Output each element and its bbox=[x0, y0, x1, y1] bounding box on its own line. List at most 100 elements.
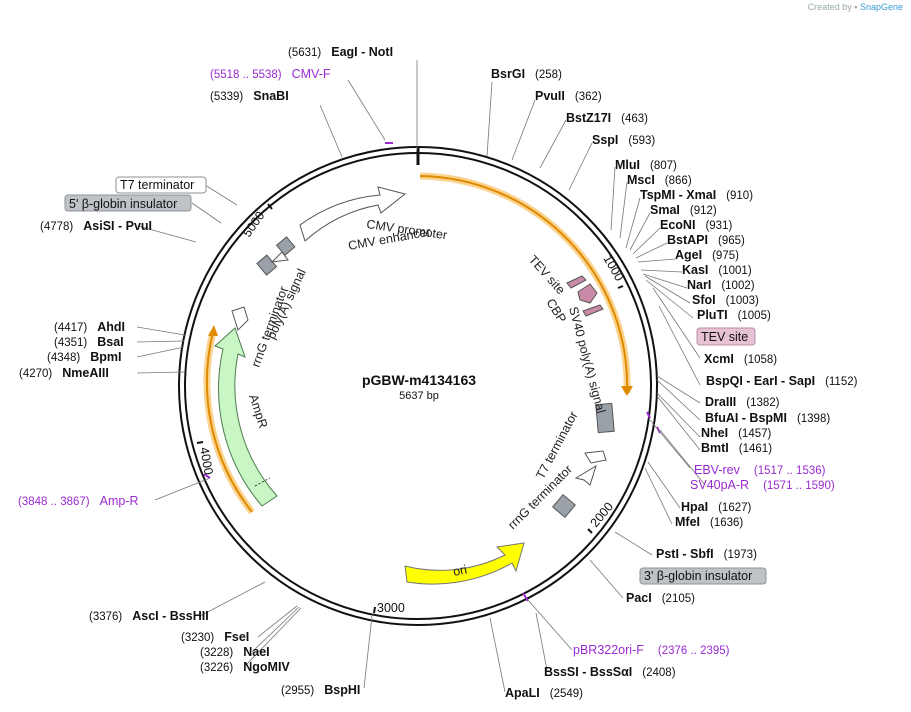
polya-signal-arrow-left bbox=[231, 306, 249, 331]
site-agei-pos: (975) bbox=[712, 250, 739, 262]
primer-ebv-rev: EBV-rev(1517 .. 1536) bbox=[694, 463, 826, 477]
site-bmti-name: BmtI bbox=[701, 441, 729, 455]
site-paci-name: PacI bbox=[626, 591, 652, 605]
site-bsai-pos: (4351) bbox=[54, 337, 87, 349]
snapgene-logo-icon: ▪ bbox=[854, 2, 858, 12]
t7-terminator-box-label: T7 terminator bbox=[120, 178, 194, 192]
site-bstapi: BstAPI(965) bbox=[667, 233, 745, 247]
beta-globin-3-box bbox=[639, 567, 767, 585]
site-bsssi-bsssai: BssSI - BssSαI(2408) bbox=[544, 665, 676, 679]
site-nari-pos: (1002) bbox=[721, 280, 754, 292]
site-hpai-pos: (1627) bbox=[718, 502, 751, 514]
site-econi: EcoNI(931) bbox=[660, 218, 732, 232]
tick-label-1000: 1000 bbox=[600, 253, 626, 284]
tick-2000 bbox=[587, 528, 593, 534]
rrng-terminator-arrow-right bbox=[574, 464, 597, 486]
site-nhei-name: NheI bbox=[701, 426, 728, 440]
site-bsai: (4351)BsaI bbox=[54, 335, 124, 349]
site-smai-pos: (912) bbox=[690, 205, 717, 217]
site-nari-name: NarI bbox=[687, 278, 711, 292]
primer-sv40pa-r-pos: (1571 .. 1590) bbox=[763, 480, 835, 492]
site-pvuii-name: PvuII bbox=[535, 89, 565, 103]
tev-site-arrow-1 bbox=[566, 275, 587, 289]
tev-site-box-label: TEV site bbox=[701, 330, 748, 344]
site-smai: SmaI (912) bbox=[650, 203, 717, 217]
site-sfoi-pos: (1003) bbox=[726, 295, 759, 307]
small-arrow-left bbox=[270, 251, 289, 263]
site-nmeaiii-name: NmeAIII bbox=[62, 366, 109, 380]
site-draiii: DraIII(1382) bbox=[705, 395, 780, 409]
site-bmti-pos: (1461) bbox=[739, 443, 772, 455]
cmv-promoter-arrow bbox=[299, 186, 407, 242]
site-snabi-pos: (5339) bbox=[210, 91, 243, 103]
orf-arc-left-arrowhead bbox=[208, 325, 218, 336]
site-econi-name: EcoNI bbox=[660, 218, 695, 232]
site-bstz17i: BstZ17I(463) bbox=[566, 111, 648, 125]
beta-globin-block-left bbox=[256, 254, 278, 276]
site-bspqi-eari-sapi-name: BspQI - EarI - SapI bbox=[706, 374, 815, 388]
primer-amp-r-name: Amp-R bbox=[100, 494, 139, 508]
site-pluti-name: PluTI bbox=[697, 308, 728, 322]
cbp-block bbox=[577, 283, 598, 304]
plasmid-name: pGBW-m4134163 bbox=[362, 372, 476, 388]
site-xcmi-pos: (1058) bbox=[744, 354, 777, 366]
site-nmeaiii-pos: (4270) bbox=[19, 368, 52, 380]
site-fsei-pos: (3230) bbox=[181, 632, 214, 644]
site-mlui-pos: (807) bbox=[650, 160, 677, 172]
ampr-dashed-segment bbox=[254, 477, 271, 487]
site-paci-pos: (2105) bbox=[662, 593, 695, 605]
primer-sv40pa-r: SV40pA-R(1571 .. 1590) bbox=[690, 478, 835, 492]
site-pluti: PluTI(1005) bbox=[697, 308, 771, 322]
site-bspqi-eari-sapi-pos: (1152) bbox=[825, 376, 858, 388]
orf-arc-right bbox=[419, 175, 629, 394]
site-fsei: (3230)FseI bbox=[181, 630, 249, 644]
site-snabi: (5339) SnaBI bbox=[210, 89, 289, 103]
site-snabi-name: SnaBI bbox=[253, 89, 288, 103]
site-psti-sbfi-pos: (1973) bbox=[724, 549, 757, 561]
snapgene-credit: Created by ▪ SnapGene bbox=[808, 2, 903, 12]
site-asisi-pvui-name: AsiSI - PvuI bbox=[83, 219, 152, 233]
site-nhei-pos: (1457) bbox=[738, 428, 771, 440]
t7-terminator-block-left bbox=[275, 236, 296, 256]
site-smai-name: SmaI bbox=[650, 203, 680, 217]
site-kasi: KasI(1001) bbox=[682, 263, 752, 277]
tev-site-arrow-2 bbox=[582, 304, 604, 317]
site-eagi-noti-pos: (5631) bbox=[288, 47, 321, 59]
primer-ebv-rev-name: EBV-rev bbox=[694, 463, 741, 477]
site-bpmi-pos: (4348) bbox=[47, 352, 80, 364]
site-nari: NarI (1002) bbox=[687, 278, 755, 292]
site-hpai-name: HpaI bbox=[681, 500, 708, 514]
site-bstapi-pos: (965) bbox=[718, 235, 745, 247]
site-bstz17i-pos: (463) bbox=[621, 113, 648, 125]
ampr-arrow bbox=[214, 327, 278, 507]
tev-site-box bbox=[696, 327, 756, 346]
site-asisi-pvui: (4778) AsiSI - PvuI bbox=[40, 219, 152, 233]
site-agei: AgeI(975) bbox=[675, 248, 739, 262]
tick-label-4000: 4000 bbox=[197, 446, 216, 476]
site-naei: (3228)NaeI bbox=[200, 645, 270, 659]
site-tspmi-xmai-pos: (910) bbox=[726, 190, 753, 202]
credit-prefix: Created by bbox=[807, 2, 852, 12]
site-naei-pos: (3228) bbox=[200, 647, 233, 659]
site-asci-bsshii-name: AscI - BssHII bbox=[132, 609, 208, 623]
site-asisi-pvui-pos: (4778) bbox=[40, 221, 73, 233]
beta-globin-5-box-label: 5' β-globin insulator bbox=[69, 197, 177, 211]
site-psti-sbfi: PstI - SbfI(1973) bbox=[656, 547, 757, 561]
primer-mark-amp-r bbox=[203, 473, 211, 479]
site-ngomiv: (3226)NgoMIV bbox=[200, 660, 290, 674]
site-xcmi: XcmI(1058) bbox=[704, 352, 777, 366]
site-bpmi: (4348)BpmI bbox=[47, 350, 122, 364]
site-eagi-noti: (5631)EagI - NotI bbox=[288, 45, 393, 59]
site-bsphi-pos: (2955) bbox=[281, 685, 314, 697]
site-bsrgi: BsrGI(258) bbox=[491, 67, 562, 81]
site-ngomiv-name: NgoMIV bbox=[243, 660, 290, 674]
site-mfei-name: MfeI bbox=[675, 515, 700, 529]
site-bmti: BmtI (1461) bbox=[701, 441, 772, 455]
site-asci-bsshii: (3376) AscI - BssHII bbox=[89, 609, 209, 623]
orf-arc-right-arrowhead bbox=[621, 386, 633, 396]
tick-4000 bbox=[196, 441, 204, 444]
site-asci-bsshii-pos: (3376) bbox=[89, 611, 122, 623]
primer-cmv-f-pos: (5518 .. 5538) bbox=[210, 69, 282, 81]
tev-site-label-inner: TEV site bbox=[526, 253, 568, 298]
